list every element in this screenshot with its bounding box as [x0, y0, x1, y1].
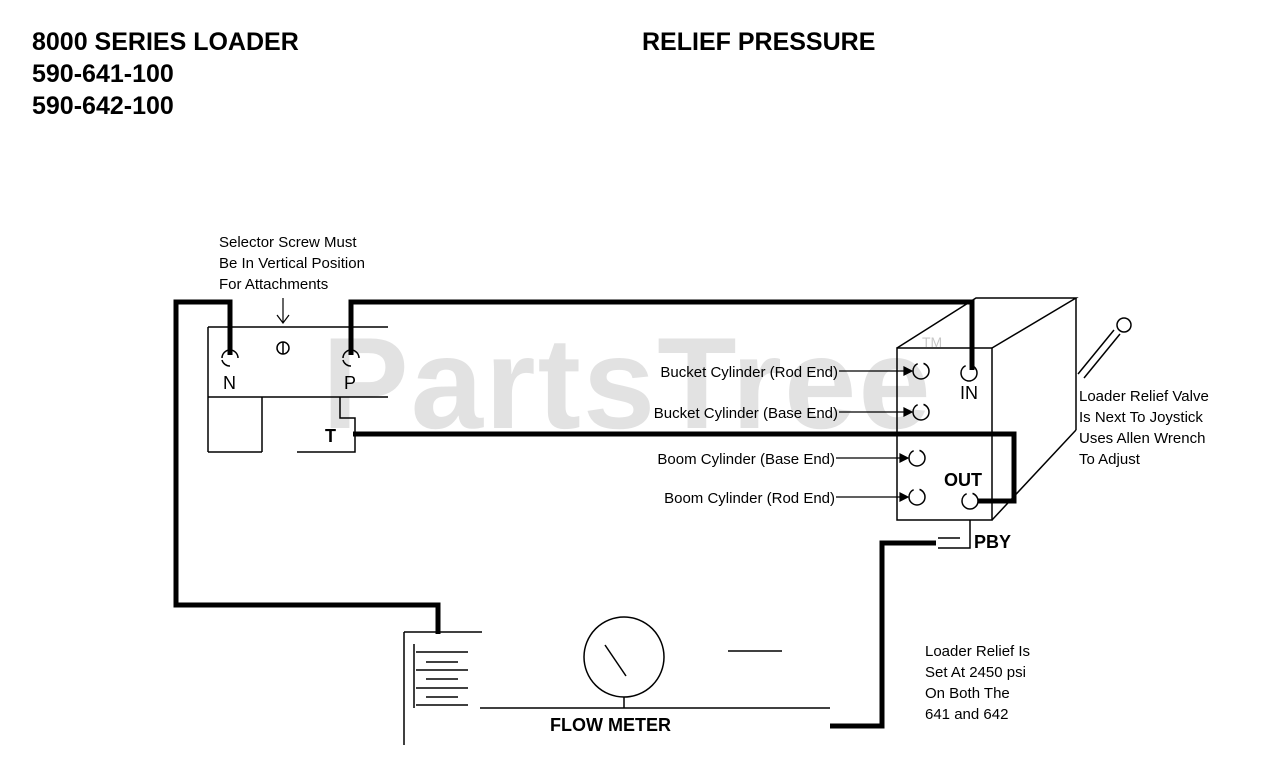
bucket-rod-end-label: Bucket Cylinder (Rod End) [660, 364, 838, 381]
selector-pointer-arrow-icon [276, 298, 290, 324]
boom-rod-end-label: Boom Cylinder (Rod End) [664, 490, 835, 507]
relief-setting-note-line-4: 641 and 642 [925, 706, 1008, 723]
cylinder-leader-lines [836, 366, 914, 502]
relief-setting-note-line-1: Loader Relief Is [925, 643, 1030, 660]
relief-setting-note-line-3: On Both The [925, 685, 1010, 702]
port-in-label: IN [960, 383, 978, 403]
port-pby-label: PBY [974, 532, 1011, 552]
hydraulic-hoses [173, 299, 1017, 729]
flow-meter-gauge-icon [583, 616, 665, 708]
selector-screw-icon [276, 341, 290, 355]
model-title: 8000 SERIES LOADER [32, 28, 299, 56]
port-out-label: OUT [944, 470, 982, 490]
part-number-1: 590-641-100 [32, 60, 174, 88]
fluid-level-marks [416, 651, 468, 706]
selector-note-line-2: Be In Vertical Position [219, 255, 365, 272]
relief-valve-block [896, 297, 1079, 521]
relief-valve-note-line-1: Loader Relief Valve [1079, 388, 1209, 405]
reservoir-tank [403, 631, 482, 745]
selector-note-line-1: Selector Screw Must [219, 234, 357, 251]
diagram-title: RELIEF PRESSURE [642, 28, 876, 56]
port-t-label: T [325, 426, 336, 446]
port-n-label: N [223, 373, 236, 393]
flow-meter-label: FLOW METER [550, 715, 671, 735]
selector-valve [207, 326, 388, 453]
allen-wrench-icon [1077, 317, 1132, 379]
bucket-base-end-label: Bucket Cylinder (Base End) [654, 405, 838, 422]
pby-fitting [938, 520, 971, 549]
relief-setting-note-line-2: Set At 2450 psi [925, 664, 1026, 681]
relief-valve-note-line-2: Is Next To Joystick [1079, 409, 1203, 426]
relief-valve-note-line-3: Uses Allen Wrench [1079, 430, 1205, 447]
boom-base-end-label: Boom Cylinder (Base End) [657, 451, 835, 468]
selector-note-line-3: For Attachments [219, 276, 328, 293]
flow-meter-lines [480, 650, 830, 709]
relief-valve-note-line-4: To Adjust [1079, 451, 1141, 468]
part-number-2: 590-642-100 [32, 92, 174, 120]
watermark-trademark: TM [922, 334, 943, 350]
port-p-label: P [344, 373, 356, 393]
